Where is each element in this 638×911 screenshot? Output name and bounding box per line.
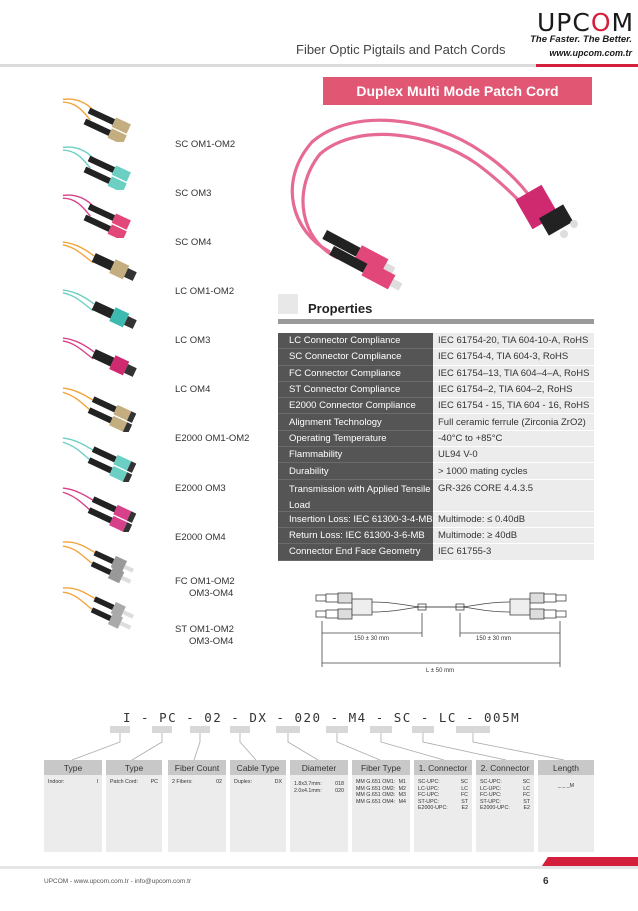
property-row: Durability> 1000 mating cycles xyxy=(278,463,594,480)
product-image-lc-om4 xyxy=(62,337,137,377)
product-label-e2000-om4: E2000 OM4 xyxy=(175,532,226,543)
order-column-length: Length _ _ _M xyxy=(538,760,594,852)
top-divider-accent xyxy=(536,64,638,67)
top-divider xyxy=(0,64,638,67)
product-image-e2000-om1-om2 xyxy=(62,387,137,432)
product-title-banner: Duplex Multi Mode Patch Cord xyxy=(323,77,592,105)
order-column-connector-1: 1. Connector SC-UPC:SC LC-UPC:LC FC-UPC:… xyxy=(414,760,472,852)
order-code: I - PC - 02 - DX - 020 - M4 - SC - LC - … xyxy=(123,710,521,725)
product-image-e2000-om4 xyxy=(62,487,137,532)
property-row: Operating Temperature-40°C to +85°C xyxy=(278,430,594,448)
product-image-e2000-om3 xyxy=(62,437,137,482)
product-label-e2000-om1-om2: E2000 OM1-OM2 xyxy=(175,433,250,444)
product-label-sc-om1-om2: SC OM1-OM2 xyxy=(175,139,236,150)
dimension-drawing: 150 ± 30 mm 150 ± 30 mm L ± 50 mm xyxy=(315,592,567,674)
category-title: Fiber Optic Pigtails and Patch Cords xyxy=(296,42,506,57)
product-image-fc xyxy=(62,541,135,584)
order-column-connector-2: 2. Connector SC-UPC:SC LC-UPC:LC FC-UPC:… xyxy=(476,760,534,852)
patch-cord-main-image xyxy=(290,118,578,291)
product-image-sc-om3 xyxy=(62,146,131,190)
footer-contact: UPCOM - www.upcom.com.tr - info@upcom.co… xyxy=(44,878,192,885)
website-url: www.upcom.com.tr xyxy=(549,48,632,58)
product-label-sc-om3: SC OM3 xyxy=(175,188,212,199)
properties-header: Properties xyxy=(278,294,594,324)
order-code-columns: Type Indoor:I Type Patch Cord:PC Fiber C… xyxy=(44,760,594,852)
footer-divider xyxy=(0,866,638,869)
order-column-fiber-type: Fiber Type MM G.651 OM1:M1 MM G.651 OM2:… xyxy=(352,760,410,852)
right-length-dimension: 150 ± 30 mm xyxy=(476,636,511,642)
order-code-connectors xyxy=(71,726,565,760)
total-length-dimension: L ± 50 mm xyxy=(426,668,454,674)
order-column-type-indoor: Type Indoor:I xyxy=(44,760,102,852)
product-label-lc-om1-om2: LC OM1-OM2 xyxy=(175,286,235,297)
product-image-st xyxy=(62,587,135,630)
order-column-fiber-count: Fiber Count 2 Fibers:02 xyxy=(168,760,226,852)
product-image-lc-om3 xyxy=(62,289,137,329)
upcom-logo: UPCOM xyxy=(537,8,635,37)
order-column-type-patch-cord: Type Patch Cord:PC xyxy=(106,760,162,852)
product-label-lc-om4: LC OM4 xyxy=(175,384,211,395)
product-label-e2000-om3: E2000 OM3 xyxy=(175,483,226,494)
properties-header-bar xyxy=(278,319,594,324)
product-label-lc-om3: LC OM3 xyxy=(175,335,211,346)
left-length-dimension: 150 ± 30 mm xyxy=(354,636,389,642)
order-column-diameter: Diameter 1.8x3.7mm:018 2.0x4.1mm:020 xyxy=(290,760,348,852)
product-image-lc-om1-om2 xyxy=(62,241,137,281)
product-image-sc-om1-om2 xyxy=(62,98,131,142)
order-column-cable-type: Cable Type Duplex:DX xyxy=(230,760,286,852)
product-label-sc-om4: SC OM4 xyxy=(175,237,212,248)
product-image-sc-om4 xyxy=(62,194,131,238)
properties-title: Properties xyxy=(308,301,373,316)
properties-header-tab xyxy=(278,294,298,314)
page-number: 6 xyxy=(543,876,549,887)
slogan: The Faster. The Better. xyxy=(530,34,632,45)
